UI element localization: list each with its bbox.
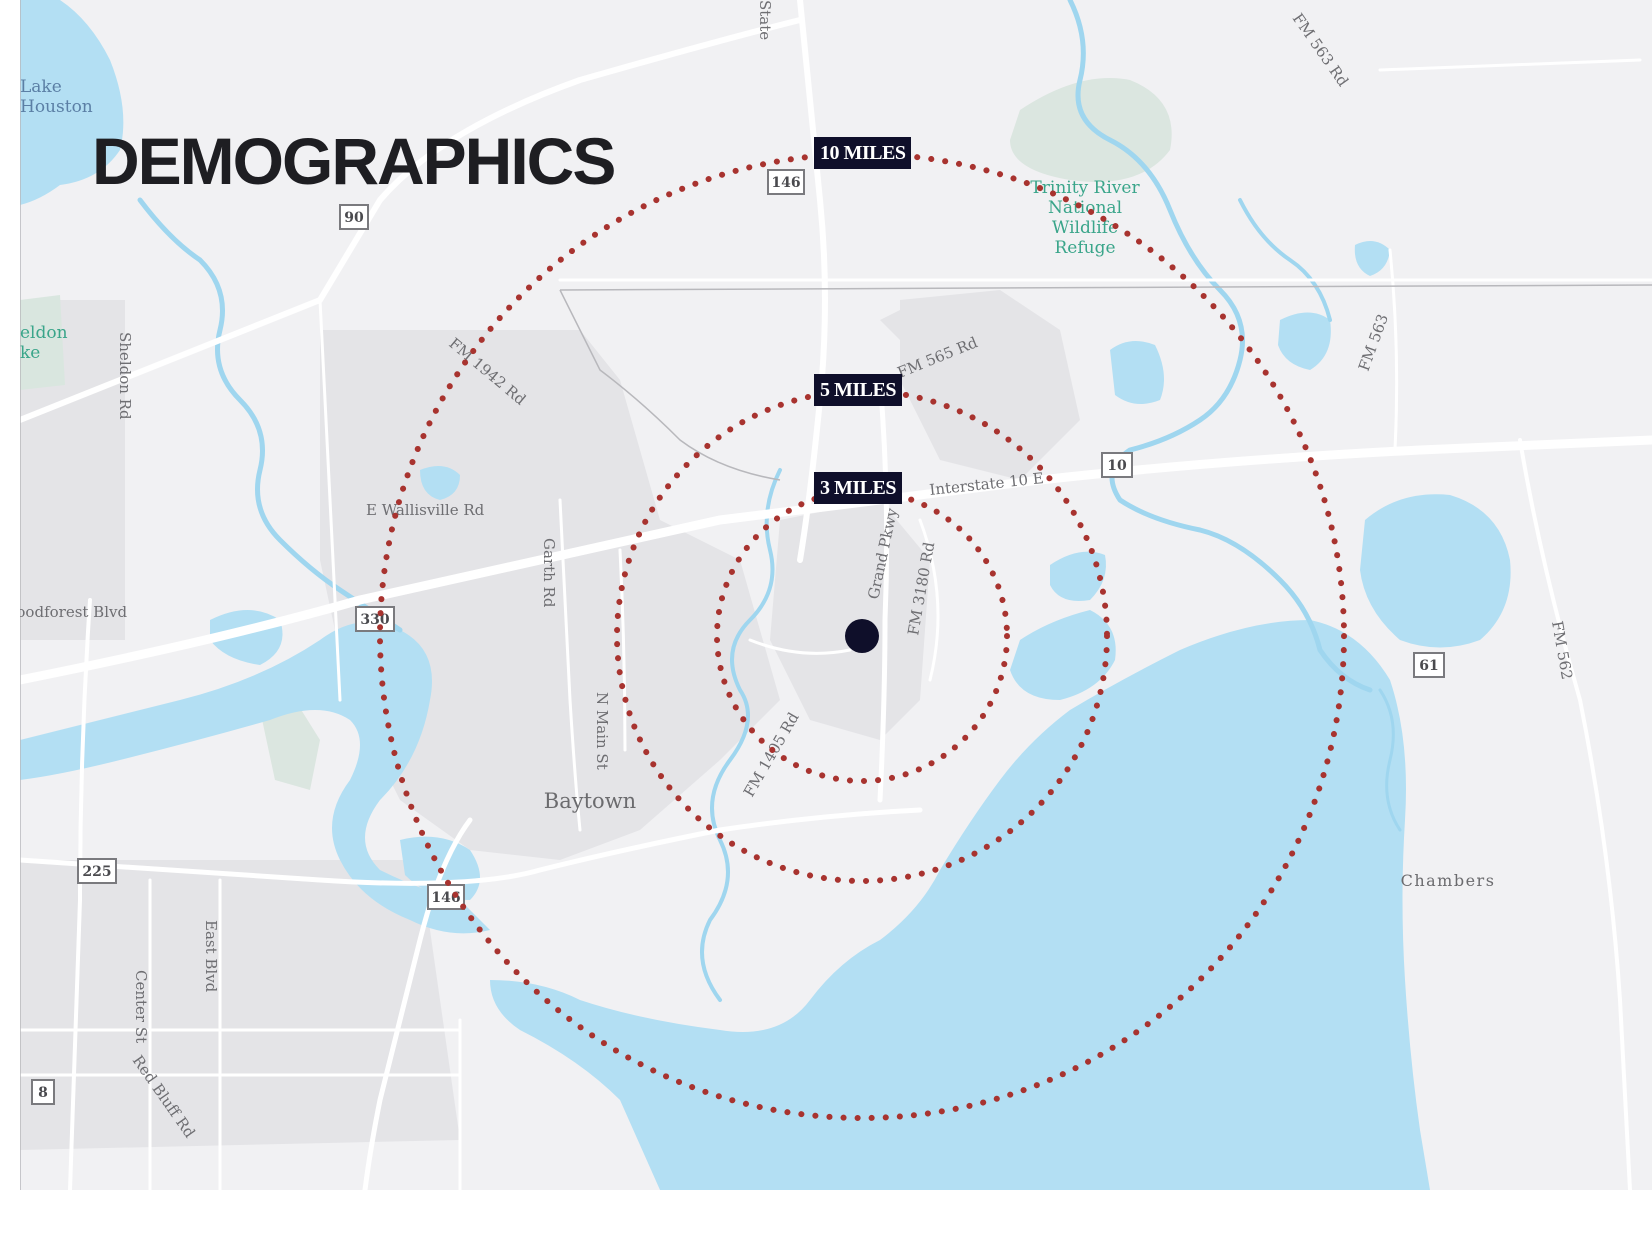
center-marker[interactable] [845, 619, 879, 653]
water-label-lake-houston-1: Lake [20, 77, 62, 97]
radius-label-3-miles: 3 MILES [814, 472, 902, 504]
page-title: DEMOGRAPHICS [92, 124, 616, 198]
road-label-garth: Garth Rd [540, 538, 558, 608]
refuge-label-1: Trinity River [1030, 178, 1140, 198]
refuge-label-2: National [1048, 198, 1122, 218]
boundaries [20, 0, 1652, 1190]
refuge-label-3: Wildlife [1052, 218, 1118, 238]
road-label-sheldon: Sheldon Rd [116, 332, 134, 420]
svg-text:90: 90 [344, 210, 364, 226]
park-area-baytown [260, 700, 320, 790]
urban-areas [20, 290, 1080, 1150]
road-label-east-blvd: East Blvd [202, 920, 220, 993]
svg-text:61: 61 [1419, 658, 1438, 674]
road-label-center-st: Center St [132, 970, 150, 1043]
radius-label-10-miles: 10 MILES [814, 137, 912, 169]
svg-text:8: 8 [38, 1085, 48, 1101]
route-shield-330: 330 [355, 606, 395, 632]
map[interactable]: Baytown Chambers Lake Houston eldon ke T… [20, 0, 1652, 1190]
route-shield-146-south: 146 [427, 884, 465, 910]
route-shield-8: 8 [31, 1079, 55, 1105]
route-shield-146-north: 146 [767, 169, 805, 195]
route-shield-10: 10 [1101, 452, 1133, 478]
road-label-woodforest: Woodforest Blvd [20, 603, 127, 621]
refuge-label-4: Refuge [1054, 238, 1115, 258]
place-label-baytown: Baytown [544, 789, 636, 813]
park-area-west [20, 295, 65, 390]
map-canvas: Baytown Chambers Lake Houston eldon ke T… [20, 0, 1652, 1190]
road-label-n-main: N Main St [593, 692, 611, 770]
road-label-e-wallisville: E Wallisville Rd [366, 501, 485, 519]
svg-text:225: 225 [82, 864, 111, 880]
place-label-chambers: Chambers [1401, 871, 1496, 890]
svg-text:330: 330 [360, 612, 389, 628]
route-shield-225: 225 [77, 858, 117, 884]
route-shield-61: 61 [1413, 652, 1445, 678]
route-shield-90: 90 [339, 204, 369, 230]
water-label-lake-houston-2: Houston [20, 97, 93, 117]
park-label-sheldon-2: ke [20, 343, 40, 363]
radius-label-5-miles: 5 MILES [814, 374, 902, 406]
svg-text:10: 10 [1107, 458, 1127, 474]
radius-ring-3-miles [714, 488, 1010, 784]
park-label-sheldon-1: eldon [20, 323, 68, 343]
road-label-state: State [756, 0, 774, 40]
svg-text:146: 146 [771, 175, 800, 191]
